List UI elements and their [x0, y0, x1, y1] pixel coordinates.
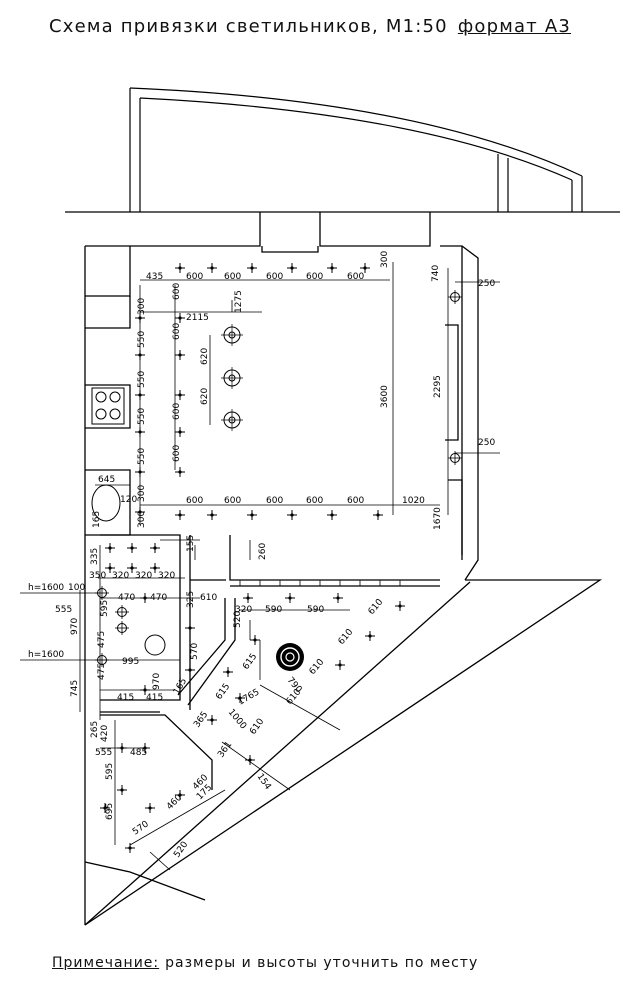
dim-590: 590 [265, 605, 282, 615]
note-text: размеры и высоты уточнить по месту [165, 955, 479, 971]
dim-600: 600 [306, 272, 323, 282]
dim-610: 610 [200, 593, 217, 603]
dim-350: 350 [89, 571, 106, 581]
dim-320: 320 [135, 571, 152, 581]
luminaires [99, 262, 406, 854]
dim-320: 320 [158, 571, 175, 581]
dim-595: 595 [100, 600, 110, 617]
dim-610: 610 [308, 657, 327, 677]
dimension-lines [20, 262, 500, 871]
dim-250: 250 [478, 279, 495, 289]
dim-155: 155 [186, 535, 196, 552]
dim-600: 600 [347, 272, 364, 282]
pendant-lamps [144, 323, 244, 656]
dim-col-600: 600 [172, 403, 182, 420]
dim-520: 520 [233, 611, 243, 628]
dim-610: 610 [337, 627, 356, 647]
dim-320b: 320 [235, 605, 252, 615]
dim-1000: 1000 [226, 708, 249, 732]
chandelier [276, 643, 304, 671]
dim-250: 250 [478, 438, 495, 448]
dim-475b: 475 [97, 663, 107, 680]
dim-165: 165 [92, 511, 102, 528]
dim-bottom-600: 600 [306, 496, 323, 506]
title-text: Схема привязки светильников, М1:50 [48, 16, 448, 37]
dim-435: 435 [146, 272, 163, 282]
dim-325: 325 [186, 591, 196, 608]
dim-470: 470 [150, 593, 167, 603]
dim-bottom-600: 600 [266, 496, 283, 506]
dim-555: 555 [55, 605, 72, 615]
dim-970: 970 [70, 618, 80, 635]
dim-620: 620 [200, 388, 210, 405]
dim-3600: 3600 [380, 385, 390, 408]
dim-left-300: 300 [137, 485, 147, 502]
dim-bottom-600: 600 [224, 496, 241, 506]
dim-1765: 1765 [237, 687, 262, 707]
dim-475: 475 [97, 631, 107, 648]
balcony-outline [65, 87, 620, 213]
walls [84, 212, 603, 926]
dim-left-300: 300 [137, 298, 147, 315]
dim-col-600: 600 [172, 445, 182, 462]
dim-620: 620 [200, 348, 210, 365]
dim-600: 600 [266, 272, 283, 282]
dim-361: 361 [216, 740, 234, 760]
dim-left-550: 550 [137, 408, 147, 425]
dim-2295: 2295 [433, 375, 443, 398]
dim-265: 265 [90, 721, 100, 738]
tile-strip [239, 579, 401, 587]
dim-bottom-600: 600 [186, 496, 203, 506]
dim-745: 745 [70, 680, 80, 697]
dim-2115: 2115 [186, 313, 209, 323]
dim-645: 645 [98, 475, 115, 485]
dim-col-600: 600 [172, 283, 182, 300]
dim-995: 995 [122, 657, 139, 667]
dim-570: 570 [190, 643, 200, 660]
dim-460: 460 [165, 793, 184, 812]
dim-555b: 555 [95, 748, 112, 758]
stove [91, 387, 125, 425]
dim-610f: 610 [248, 717, 266, 737]
dim-165b: 165 [172, 677, 189, 697]
dim-1020: 1020 [402, 496, 425, 506]
dim-300b: 300 [137, 511, 147, 528]
dim-600: 600 [224, 272, 241, 282]
dim-300: 300 [380, 251, 390, 268]
drawing-note: Примечание: размеры и высоты уточнить по … [52, 955, 478, 971]
dim-260: 260 [258, 543, 268, 560]
dim-left-550: 550 [137, 371, 147, 388]
dim-120: 120 [120, 495, 137, 505]
dim-154: 154 [255, 772, 273, 792]
dim-420: 420 [100, 725, 110, 742]
dim-615: 615 [241, 652, 259, 672]
dim-left-550: 550 [137, 331, 147, 348]
dim-1275: 1275 [234, 290, 244, 313]
height-label: h=1600 [28, 650, 64, 660]
height-label: h=1600 [28, 583, 64, 593]
dim-415: 415 [146, 693, 163, 703]
note-label: Примечание: [52, 955, 160, 971]
dim-1670: 1670 [433, 507, 443, 530]
dim-bottom-600: 600 [347, 496, 364, 506]
drawing-title: Схема привязки светильников, М1:50 формат… [0, 16, 620, 37]
dim-100: 100 [68, 583, 85, 593]
dim-335: 335 [90, 548, 100, 565]
dim-970b: 970 [152, 673, 162, 690]
dim-595b: 595 [105, 763, 115, 780]
dim-left-550: 550 [137, 448, 147, 465]
dim-695: 695 [105, 803, 115, 820]
dim-740: 740 [431, 265, 441, 282]
dim-415: 415 [117, 693, 134, 703]
dim-470: 470 [118, 593, 135, 603]
dim-610: 610 [367, 597, 386, 617]
dim-col-600: 600 [172, 323, 182, 340]
dim-320: 320 [112, 571, 129, 581]
dim-590: 590 [307, 605, 324, 615]
format-label: формат А3 [457, 16, 572, 37]
dim-600: 600 [186, 272, 203, 282]
dim-615: 615 [214, 682, 232, 702]
dim-485: 485 [130, 748, 147, 758]
